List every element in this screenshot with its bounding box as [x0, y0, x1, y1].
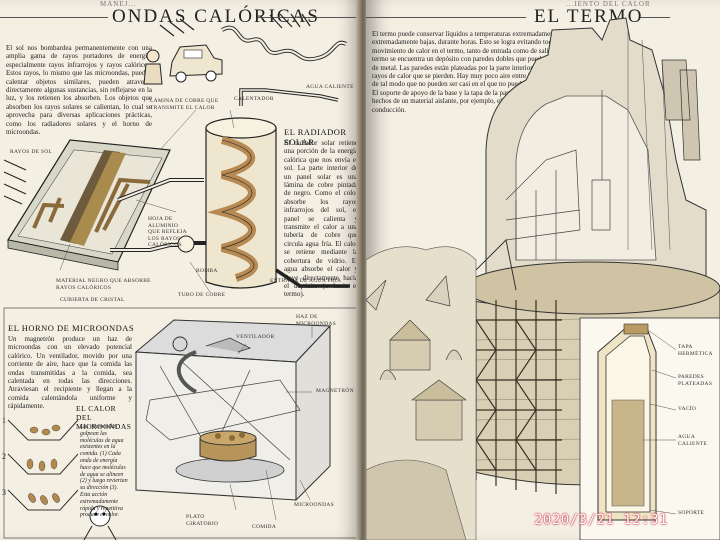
water-tank-diagram: [205, 117, 277, 289]
label-foil: HOJA DE ALUMINIO QUE REFLEJA LOS RAYOS C…: [148, 216, 187, 248]
intro-text: El sol nos bombardea permanentemente con…: [6, 44, 152, 137]
label-copper-tube: TUBO DE COBRE: [178, 292, 226, 298]
label-hot-water-thermos: AGUA CALIENTE: [678, 434, 708, 447]
microwave-paragraph: Un magnetrón produce un haz de microonda…: [8, 335, 132, 411]
giant-thermos-cutaway: [485, 17, 707, 301]
label-food: COMIDA: [252, 524, 277, 530]
right-page: ...IENTO DEL CALOR EL TERMO El termo pue…: [366, 0, 720, 540]
title-rule-left-r: [366, 17, 526, 18]
title-rule-left: [0, 17, 108, 18]
label-microwaves: MICROONDAS: [294, 502, 334, 508]
step-3-label: 3: [2, 488, 7, 497]
label-pump: BOMBA: [196, 268, 218, 274]
title-rule-right: [258, 17, 362, 18]
label-beam: HAZ DE MICROONDAS: [296, 314, 336, 327]
label-copper-sheet: LÁMINA DE COBRE QUE TRANSMITE EL CALOR: [150, 98, 219, 111]
label-magnetron: MAGNETRÓN: [316, 388, 354, 394]
label-fan: VENTILADOR: [236, 334, 275, 340]
running-head-left: MANEJ...: [100, 0, 137, 8]
title-rule-right-r: [640, 17, 670, 18]
photo-timestamp: 2020/3/21 12:31: [534, 512, 668, 528]
label-cold-water-in: ENTRADA DE AGUA FRÍA: [270, 278, 342, 284]
pump-icon: [177, 235, 195, 253]
thermos-inset: [579, 317, 720, 540]
cartoon-man-icon: [83, 505, 117, 540]
heading-solar-radiator: EL RADIADOR SOLAR: [284, 127, 347, 147]
label-vacuum: VACÍO: [678, 406, 697, 412]
fan-icon: [172, 336, 188, 352]
thermos-paragraph: El termo puede conservar líquidos a temp…: [372, 30, 592, 114]
microwave-heat-paragraph: Las microondas golpean las moléculas de …: [80, 424, 128, 519]
stopper-icon: [623, 323, 649, 335]
label-turntable: PLATO GIRATORIO: [186, 514, 219, 527]
sun-rays-icon: [159, 13, 311, 37]
man-figure-icon: [143, 49, 163, 85]
solar-illustration: [3, 13, 359, 540]
label-black-material: MATERIAL NEGRO QUE ABSORBE RAYOS CALÓRIC…: [56, 278, 151, 291]
cutaway-flask-illustration: [366, 17, 720, 540]
left-page: MANEJ... ONDAS CALÓRICAS El sol nos bomb…: [0, 0, 362, 540]
village-landscape: [366, 246, 477, 540]
solar-panel-diagram: [7, 139, 171, 271]
fan-arrow-icon: [176, 350, 198, 394]
label-silvered-walls: PAREDES PLATEADAS: [678, 374, 713, 387]
solar-paragraph: El radiador solar retiene una porción de…: [284, 139, 358, 299]
car-icon: [169, 44, 223, 83]
crane-icon: [475, 238, 517, 291]
microwave-oven-diagram: [134, 319, 332, 502]
step-1-label: 1: [2, 416, 7, 425]
label-glass-cover: CUBIERTA DE CRISTAL: [60, 297, 125, 303]
label-rays: RAYOS DE SOL: [10, 149, 53, 155]
label-support: SOPORTE: [678, 510, 705, 516]
running-head-right: ...IENTO DEL CALOR: [566, 0, 651, 8]
intro-paragraph: El sol nos bombardea permanentemente con…: [6, 44, 152, 136]
molecule-steps-diagram: [7, 419, 79, 511]
label-hermetic-cap: TAPA HERMÉTICA: [678, 344, 713, 357]
step-2-label: 2: [2, 452, 7, 461]
heading-microwave-heat: EL CALOR DEL MICROONDAS: [76, 404, 132, 431]
label-hot-water: AGUA CALIENTE: [306, 84, 354, 90]
heading-microwave: EL HORNO DE MICROONDAS: [8, 323, 135, 333]
label-heater: CALENTADOR: [234, 96, 274, 102]
page-title-ondas: ONDAS CALÓRICAS: [112, 6, 320, 27]
heat-rays-arrows: [3, 159, 27, 205]
